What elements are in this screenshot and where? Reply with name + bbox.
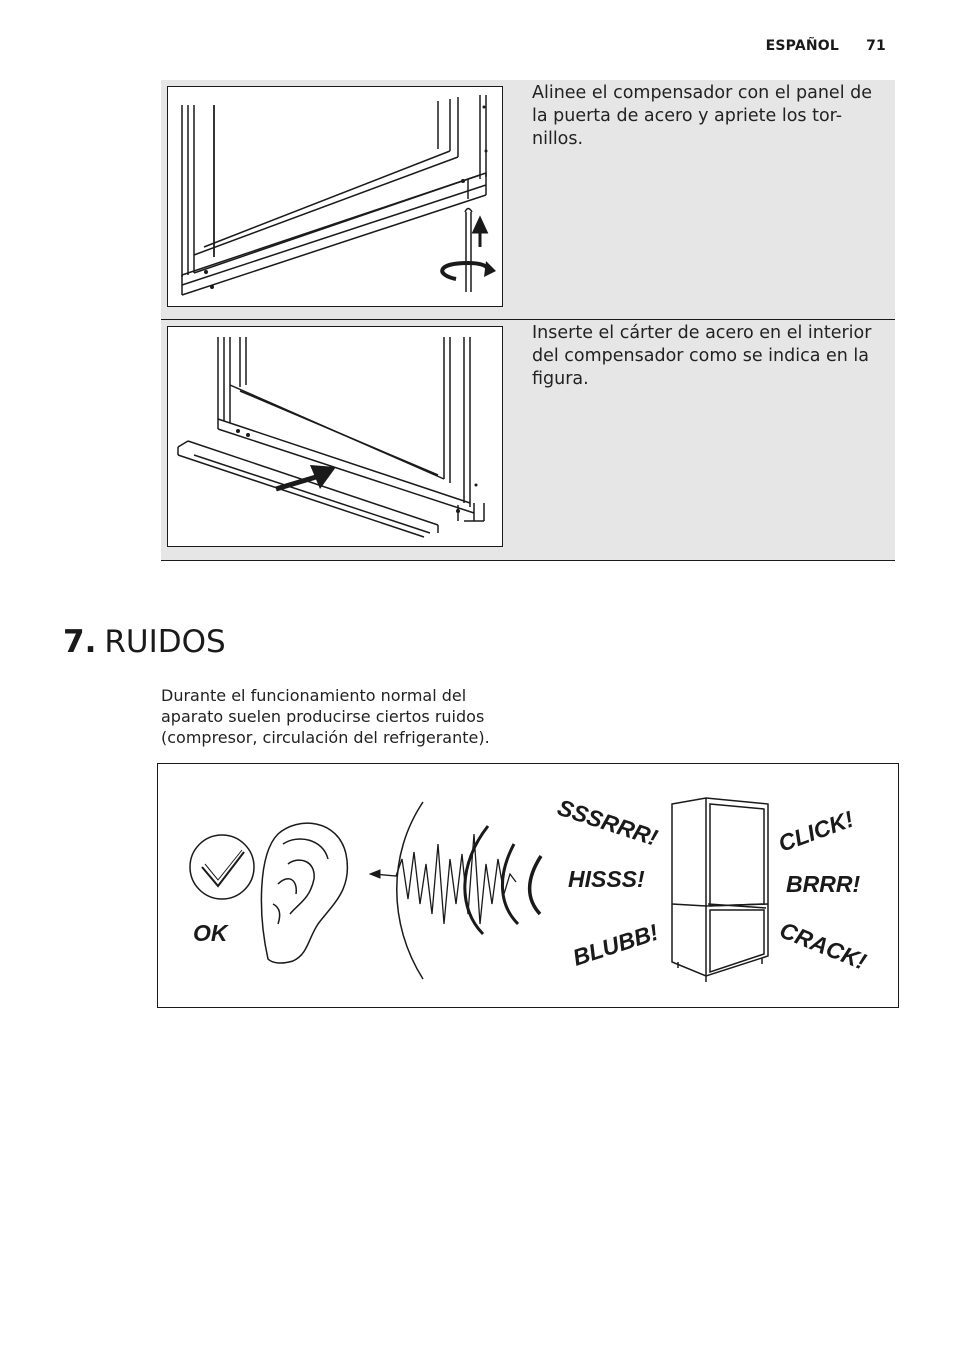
step-2-text: Inserte el cárter de acero en el interio… bbox=[532, 323, 872, 389]
section-intro: Durante el funcionamiento normal del apa… bbox=[161, 686, 490, 747]
ear-icon bbox=[260, 822, 349, 964]
fridge-icon bbox=[671, 797, 769, 982]
sound-hisss: HISSS! bbox=[568, 866, 645, 892]
step-row-1: Alinee el compensador con el panel de la… bbox=[161, 80, 895, 320]
sound-brrr: BRRR! bbox=[786, 871, 860, 897]
step-row-2: Inserte el cárter de acero en el interio… bbox=[161, 320, 895, 561]
noise-figure: OK SSS bbox=[189, 794, 870, 982]
ok-label: OK bbox=[193, 920, 229, 946]
section-title: RUIDOS bbox=[104, 624, 226, 660]
door-compensator-screw-icon bbox=[181, 95, 496, 296]
step-1-text: Alinee el compensador con el panel de la… bbox=[532, 83, 872, 149]
sound-crack: CRACK! bbox=[776, 917, 870, 975]
steel-sump-insert-icon bbox=[177, 337, 485, 538]
checkmark-icon bbox=[189, 834, 255, 900]
page-header: ESPAÑOL 71 bbox=[766, 38, 886, 54]
sound-blubb: BLUBB! bbox=[570, 919, 662, 971]
header-language: ESPAÑOL bbox=[765, 38, 840, 54]
page-number: 71 bbox=[866, 38, 886, 54]
section-number: 7. bbox=[63, 624, 97, 660]
step-1-illustration bbox=[167, 86, 503, 307]
step-2-illustration bbox=[167, 326, 503, 547]
section-heading: 7.RUIDOS bbox=[63, 624, 226, 660]
sound-wave-icon bbox=[368, 801, 543, 980]
sound-sssrrr: SSSRRR! bbox=[554, 794, 661, 851]
noise-illustration: OK SSS bbox=[157, 763, 899, 1008]
sound-click: CLICK! bbox=[775, 805, 857, 856]
